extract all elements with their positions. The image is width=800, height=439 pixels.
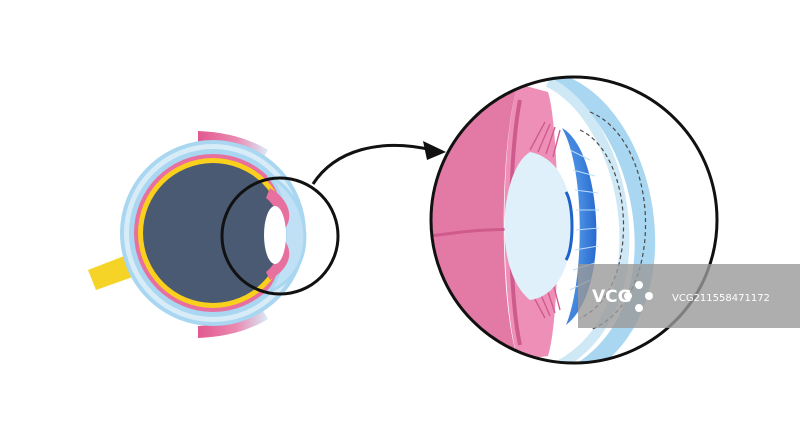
detail-circle bbox=[429, 75, 719, 365]
watermark: VCG VCG211558471172 bbox=[578, 264, 800, 328]
watermark-band bbox=[578, 264, 800, 328]
watermark-logo: VCG bbox=[592, 287, 632, 307]
lens-detail bbox=[504, 152, 572, 300]
arrow-head bbox=[423, 141, 446, 160]
magnifier-ring-small bbox=[220, 176, 340, 296]
watermark-id: VCG211558471172 bbox=[672, 293, 770, 304]
vitreous-body bbox=[143, 163, 283, 303]
cornea-inner-detail bbox=[545, 77, 630, 363]
detail-circle-outline bbox=[429, 75, 719, 365]
lens bbox=[264, 206, 286, 264]
eyeball-cross-section bbox=[88, 131, 307, 338]
zonule-fibers-top bbox=[529, 121, 561, 158]
watermark-logo-icon bbox=[624, 281, 653, 312]
ciliary-body-detail bbox=[431, 77, 518, 363]
curved-arrow bbox=[311, 141, 446, 185]
